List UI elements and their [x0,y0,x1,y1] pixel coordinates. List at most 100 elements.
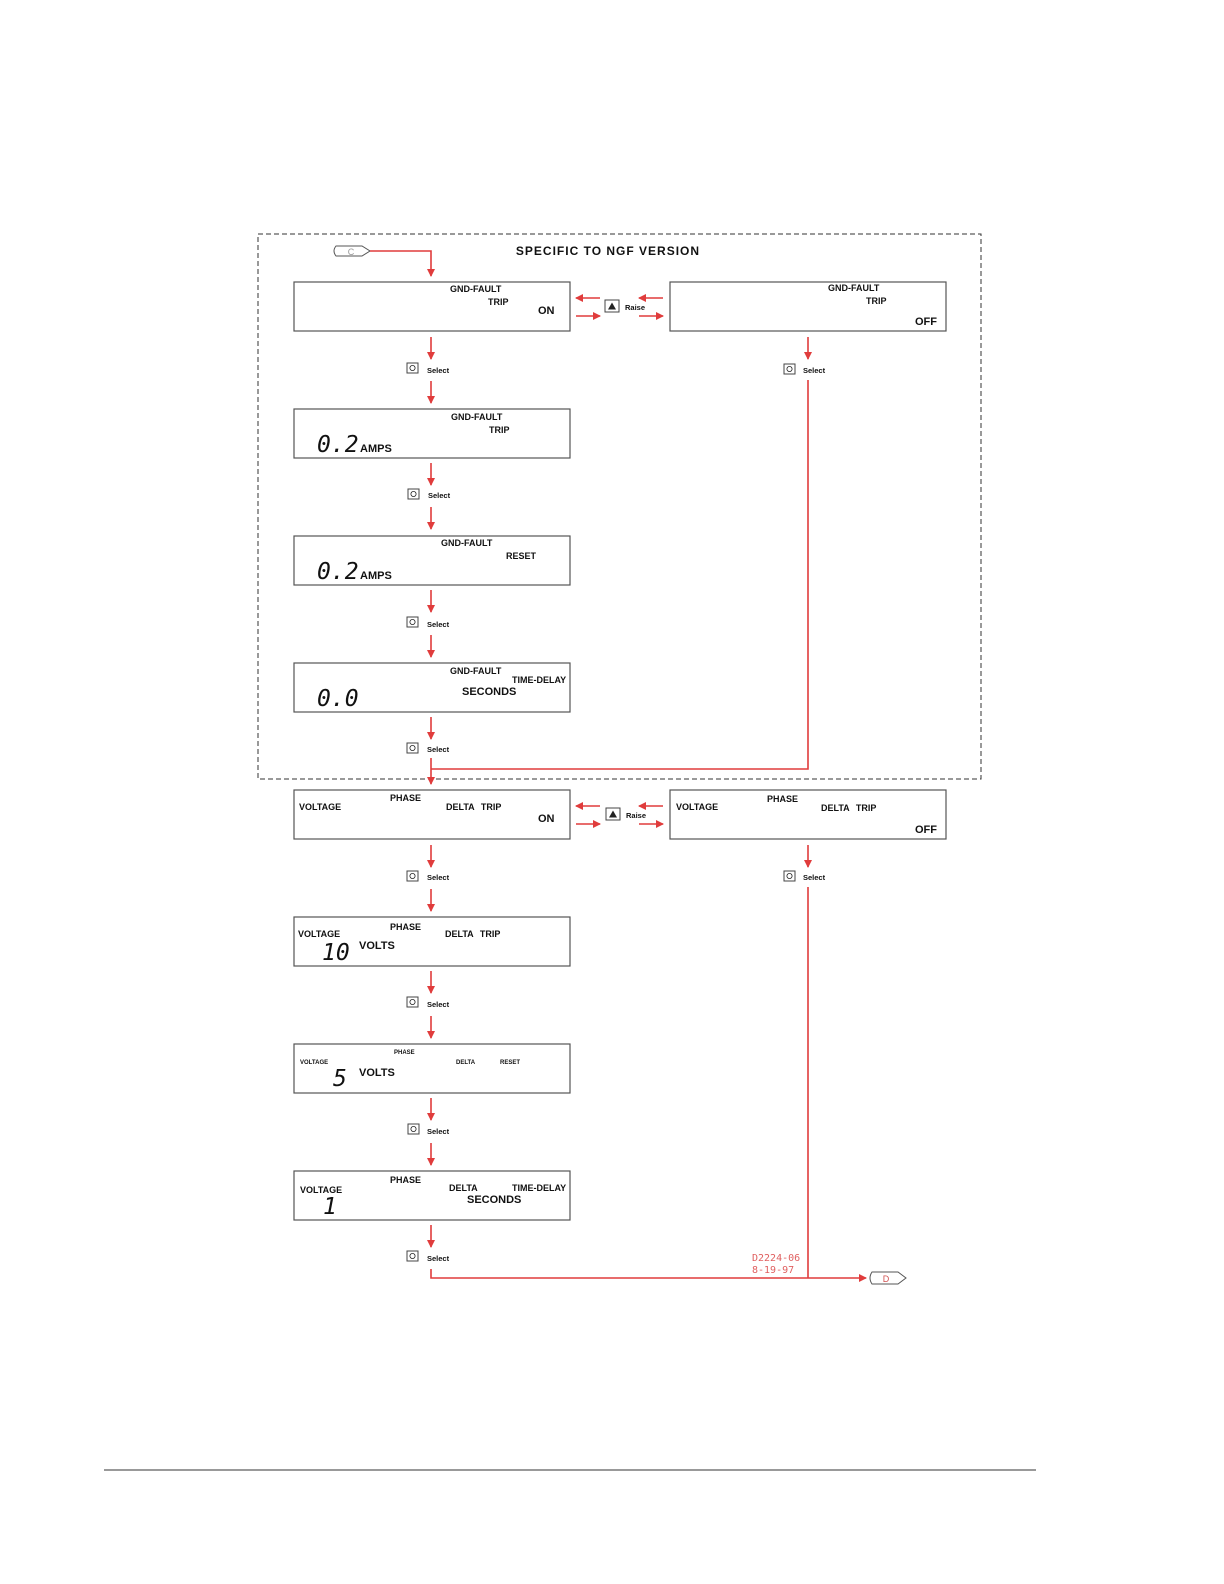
flow-arrow [370,250,435,277]
select-button-6[interactable]: Select [406,996,450,1009]
select-label: Select [803,366,826,375]
lcd-line2: DELTA TRIP [446,802,501,812]
button-10-icon [409,1253,416,1260]
lcd-unit: SECONDS [467,1194,521,1206]
lcd-line2: RESET [506,551,537,561]
lcd-line1: GND-FAULT [441,538,493,548]
lcd-line1: GND-FAULT [450,284,502,294]
button-5-icon [409,745,416,752]
lcd-value: 0.2 [317,559,359,585]
select-button-1[interactable]: Select [406,362,450,375]
lcd-line2: TRIP [489,425,510,435]
connector-d: D [869,1271,907,1285]
select-button-5[interactable]: Select [406,870,450,882]
lcd-line1: PHASE [394,1050,415,1056]
raise-label: Raise [625,303,645,312]
lcd-state: OFF [915,824,937,836]
lcd-left: VOLTAGE [299,802,341,812]
lcd-unit: VOLTS [359,1067,395,1079]
lcd-line2b: TIME-DELAY [512,1183,566,1193]
lcd-line1: GND-FAULT [828,283,880,293]
lcd-left: VOLTAGE [300,1185,342,1195]
button-3-icon [410,490,417,497]
lcd-left: VOLTAGE [300,1060,328,1066]
lcd-gf-time-delay: GND-FAULT TIME-DELAY SECONDS 0.0 [293,662,571,713]
raise-button-1[interactable]: Raise [604,299,645,313]
section-title: SPECIFIC TO NGF VERSION [516,244,700,258]
lcd-pv-trip-on: VOLTAGE PHASE DELTA TRIP ON [293,789,571,840]
raise-arrow-icon [608,302,616,310]
select-label: Select [428,491,451,500]
select-label: Select [427,1127,450,1136]
lcd-unit: AMPS [360,570,392,582]
lcd-line2a: DELTA [449,1183,478,1193]
button-2-icon [786,365,793,372]
lcd-pv-reset-volts: VOLTAGE PHASE DELTA RESET 5 VOLTS [293,1043,571,1094]
lcd-line2: TRIP [488,297,509,307]
lcd-line2: DELTA TRIP [821,803,876,813]
lcd-line1: GND-FAULT [450,666,502,676]
lcd-state: OFF [915,316,937,328]
lcd-pv-trip-volts: VOLTAGE PHASE DELTA TRIP 10 VOLTS [293,916,571,967]
ngf-section-boundary [257,233,982,780]
lcd-line1: PHASE [390,793,421,803]
lcd-line2: DELTA TRIP [445,929,500,939]
select-label: Select [427,620,450,629]
select-label: Select [427,1000,450,1009]
select-button-3[interactable]: Select [406,616,450,629]
lcd-unit: VOLTS [359,940,395,952]
raise-arrow-icon [609,810,617,818]
lcd-value: 1 [323,1194,337,1220]
lcd-state: ON [538,813,555,825]
select-label: Select [427,873,450,882]
connector-c: C [333,245,371,257]
lcd-value: 0.0 [317,686,359,712]
select-button-8[interactable]: Select [406,1250,450,1263]
lcd-line2a: DELTA [456,1060,476,1066]
flow-arrow [431,380,809,770]
lcd-value: 5 [333,1066,347,1092]
lcd-value: 10 [322,940,350,966]
lcd-line1: PHASE [390,1175,421,1185]
select-button-4[interactable]: Select [406,742,450,754]
select-button-7[interactable]: Select [407,1123,450,1136]
lcd-unit: AMPS [360,443,392,455]
select-button-off-1[interactable]: Select [783,363,826,375]
lcd-value: 0.2 [317,432,359,458]
lcd-line1: PHASE [390,922,421,932]
select-label: Select [427,1254,450,1263]
raise-button-2[interactable]: Raise [605,807,646,821]
select-label: Select [427,745,450,754]
button-9-icon [410,1126,417,1133]
lcd-left: VOLTAGE [676,802,718,812]
lcd-line2: TIME-DELAY [512,675,566,685]
lcd-gf-trip-amps: GND-FAULT TRIP 0.2 AMPS [293,408,571,459]
drawing-date: 8-19-97 [752,1265,794,1276]
button-1-icon [409,364,416,371]
lcd-line1: PHASE [767,794,798,804]
button-6-icon [409,873,416,880]
button-4-icon [409,619,416,626]
lcd-pv-trip-off: VOLTAGE PHASE DELTA TRIP OFF [669,789,947,840]
drawing-code: D2224-06 [752,1253,800,1264]
lcd-gf-trip-on: GND-FAULT TRIP ON [293,281,571,332]
lcd-left: VOLTAGE [298,929,340,939]
lcd-line2: TRIP [866,296,887,306]
button-7-icon [786,873,793,880]
flow-arrow [430,1269,867,1282]
lcd-gf-reset-amps: GND-FAULT RESET 0.2 AMPS [293,535,571,586]
select-button-2[interactable]: Select [407,488,451,500]
lcd-line1: GND-FAULT [451,412,503,422]
lcd-unit: SECONDS [462,686,516,698]
button-8-icon [409,999,416,1006]
select-label: Select [803,873,826,882]
lcd-gf-trip-off: GND-FAULT TRIP OFF [669,281,947,332]
lcd-state: ON [538,305,555,317]
select-button-off-2[interactable]: Select [783,870,826,882]
raise-label: Raise [626,811,646,820]
select-label: Select [427,366,450,375]
lcd-pv-time-delay: VOLTAGE PHASE DELTA TIME-DELAY SECONDS 1 [293,1170,571,1221]
lcd-line2b: RESET [500,1060,520,1066]
connector-d-label: D [883,1274,890,1284]
